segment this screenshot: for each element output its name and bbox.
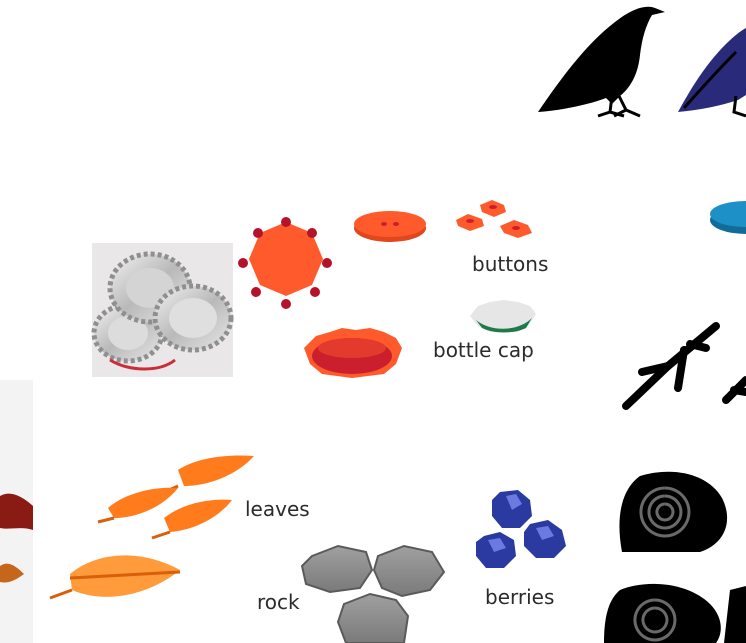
leaves-label: leaves xyxy=(245,497,310,521)
red-bottle-cap-side-icon xyxy=(304,328,402,378)
orange-button-icon xyxy=(354,211,426,242)
crow-blue-icon xyxy=(678,28,746,118)
berries-label: berries xyxy=(485,585,554,609)
red-leaves-photo xyxy=(0,380,33,643)
snail-shell-icon xyxy=(604,471,746,643)
large-leaf-icon xyxy=(49,555,181,600)
white-bottle-cap-icon xyxy=(470,300,536,333)
leaves-icon xyxy=(97,455,254,540)
rock-label: rock xyxy=(257,590,300,614)
bottle-caps-photo xyxy=(91,243,234,377)
orange-bottle-cap-top-icon xyxy=(238,217,332,309)
twig-icon xyxy=(622,322,746,410)
small-buttons-icon xyxy=(456,200,532,238)
rocks-icon xyxy=(300,544,446,643)
blue-disc-icon xyxy=(710,201,746,234)
berries-icon xyxy=(476,490,566,568)
bottle-cap-label: bottle cap xyxy=(433,338,534,362)
crow-black-icon xyxy=(538,6,665,118)
buttons-label: buttons xyxy=(472,252,548,276)
